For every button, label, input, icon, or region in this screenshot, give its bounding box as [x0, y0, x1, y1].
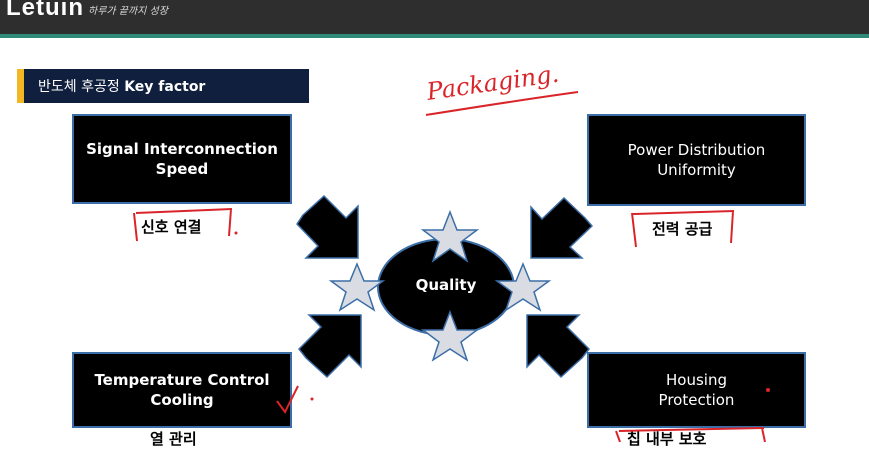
section-title-english: Key factor: [124, 79, 206, 95]
arrow-from-housing: [526, 314, 590, 379]
annotation-bracket-signal: [133, 208, 233, 242]
factor-label-power: Power Distribution Uniformity: [627, 141, 766, 179]
quality-label: Quality: [415, 276, 477, 294]
title-accent-stripe: [17, 69, 24, 103]
brand-logo: Letuin: [6, 0, 84, 21]
handwritten-packaging-note: Packaging.: [424, 60, 561, 106]
top-header-bar: Letuin 하루가 끝까지 성장: [0, 0, 869, 34]
annotation-underline-packaging: [425, 91, 579, 116]
arrow-from-temperature: [298, 314, 362, 379]
factor-label-temperature: Temperature Control Cooling: [94, 371, 270, 409]
annotation-dot-signal: [234, 231, 238, 235]
star-left: [328, 262, 386, 312]
header-divider: [0, 34, 869, 38]
annotation-bracket-power: [631, 210, 735, 248]
factor-caption-power: 전력 공급: [652, 220, 713, 238]
section-title-bar: 반도체 후공정 Key factor: [17, 69, 309, 103]
star-right: [494, 262, 552, 312]
factor-caption-signal: 신호 연결: [141, 218, 202, 236]
arrow-from-signal: [296, 194, 359, 259]
section-title: 반도체 후공정 Key factor: [38, 76, 205, 96]
factor-box-temperature: Temperature Control Cooling: [72, 352, 292, 428]
factor-label-signal: Signal Interconnection Speed: [86, 140, 278, 178]
factor-label-housing: Housing Protection: [658, 371, 735, 409]
star-top: [420, 209, 480, 263]
brand-tagline: 하루가 끝까지 성장: [88, 6, 168, 17]
factor-box-signal: Signal Interconnection Speed: [72, 114, 292, 204]
arrow-from-power: [530, 196, 594, 259]
section-title-korean: 반도체 후공정: [38, 79, 125, 95]
annotation-bracket-housing: [615, 427, 766, 442]
factor-box-power: Power Distribution Uniformity: [587, 114, 806, 206]
annotation-dot-temperature: [310, 397, 314, 401]
annotation-dot-housing: [766, 388, 770, 392]
star-bottom: [420, 309, 480, 362]
annotation-check-temperature: [276, 385, 299, 414]
